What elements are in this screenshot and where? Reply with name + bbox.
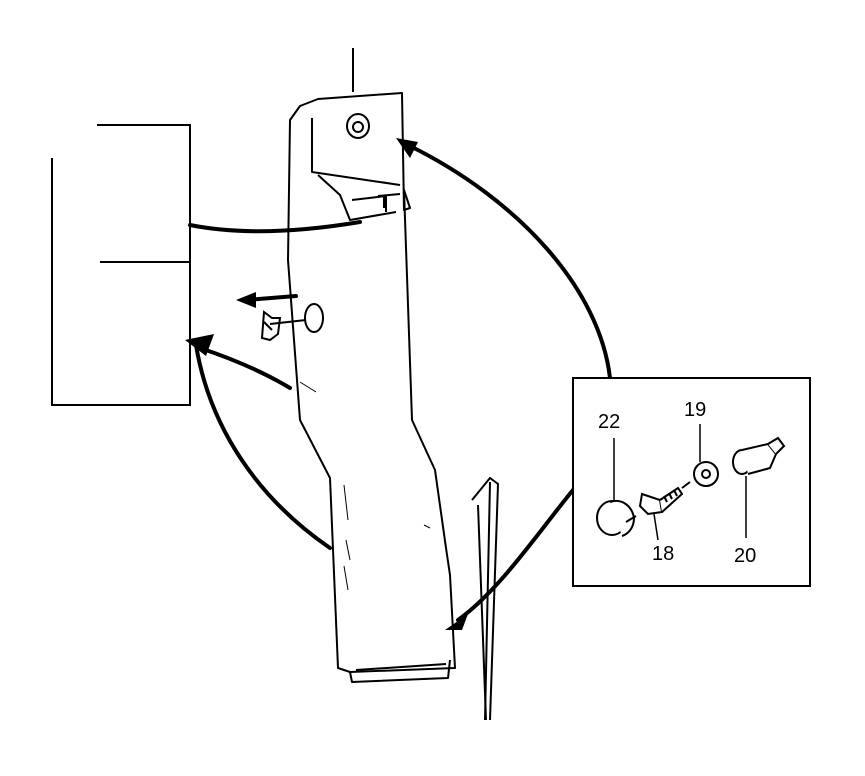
callout-19: 19 (684, 399, 706, 421)
trim-panel (287, 92, 456, 683)
upper-screw-hole (346, 113, 370, 139)
part-22-cap (596, 500, 637, 537)
pillar-rail (471, 476, 500, 721)
callout-leaders (613, 424, 747, 541)
part-20-grommet (732, 436, 786, 475)
leader-arrows (188, 143, 612, 622)
callout-18: 18 (652, 543, 674, 565)
callout-22: 22 (598, 411, 620, 433)
part-18-screw (638, 481, 691, 516)
callout-20: 20 (734, 545, 756, 567)
part-19-washer (693, 461, 719, 487)
retaining-clip (260, 310, 282, 342)
parts-detail-box: 22 19 18 20 (572, 377, 811, 587)
arrowheads (185, 138, 468, 630)
left-detail-frame (51, 124, 191, 406)
middle-mount-hole (269, 303, 324, 333)
